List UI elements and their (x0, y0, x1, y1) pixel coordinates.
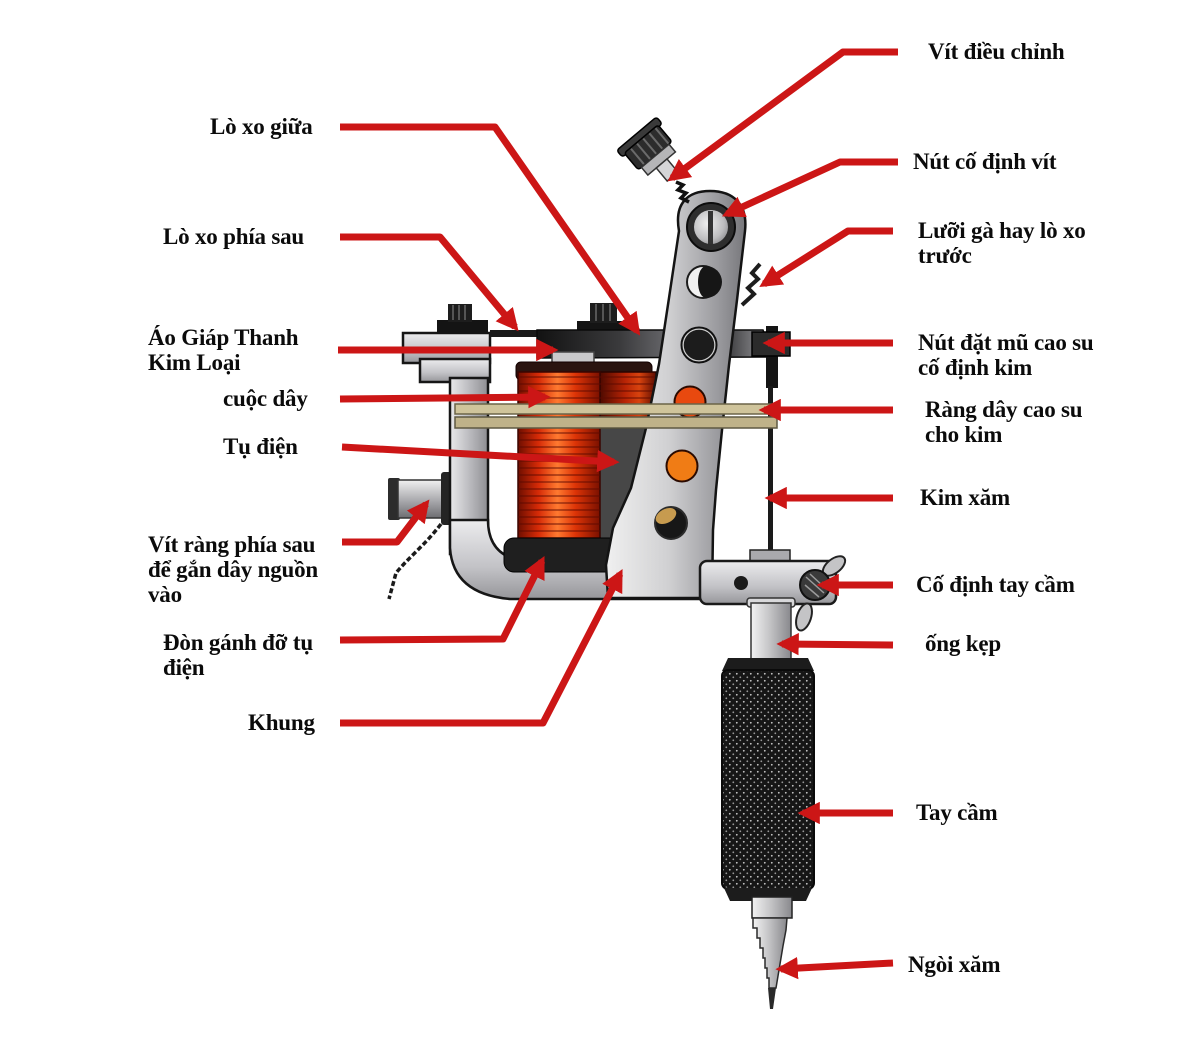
tube-tip-taper (752, 917, 788, 989)
label-tu-dien: Tụ điện (223, 434, 298, 459)
leader-ong-kep (776, 632, 894, 656)
label-lo-xo-giua: Lò xo giữa (210, 114, 313, 139)
label-co-dinh-tay-cam: Cố định tay cầm (916, 572, 1075, 597)
label-kim-xam: Kim xăm (920, 485, 1010, 510)
leader-lines (338, 48, 898, 980)
label-nut-dat-mu: Nút đặt mũ cao su cố định kim (918, 330, 1094, 380)
column-holes (654, 265, 722, 540)
grip (721, 669, 815, 890)
leader-cuoc-day (339, 385, 551, 409)
machine (387, 117, 847, 1009)
leader-lo-xo-giua (340, 123, 641, 336)
label-don-ganh: Đòn gánh đỡ tụ điện (163, 630, 313, 680)
leader-vit-rang (342, 499, 430, 546)
label-nut-co-dinh-vit: Nút cố định vít (913, 149, 1057, 174)
label-vit-dieu-chinh: Vít điều chỉnh (928, 39, 1065, 64)
label-lo-xo-phia-sau: Lò xo phía sau (163, 224, 305, 249)
rear-binding-post (388, 472, 454, 525)
grip-top-bevel (722, 658, 814, 671)
label-rang-day: Ràng dây cao su cho kim (925, 397, 1083, 447)
leader-ngoi-xam (775, 956, 894, 980)
tube-and-grip (721, 597, 815, 1009)
label-ngoi-xam: Ngòi xăm (908, 952, 1001, 977)
leader-tu-dien (341, 443, 620, 473)
leader-vit-dieu-chinh (667, 48, 898, 182)
label-cuoc-day: cuộc dây (223, 386, 308, 411)
leader-don-ganh (339, 555, 546, 644)
label-tay-cam: Tay cầm (916, 800, 998, 825)
label-khung: Khung (248, 710, 315, 735)
needle-tip (768, 988, 776, 1009)
leader-lo-xo-phia-sau (340, 233, 519, 332)
leader-khung (340, 569, 624, 727)
clip-cord-wire (387, 522, 443, 600)
label-ong-kep: ống kẹp (925, 631, 1001, 656)
needle-bar (768, 386, 773, 552)
label-luoi-ga: Lưỡi gà hay lò xo trước (918, 218, 1086, 268)
rear-spring-mount-stud (437, 304, 488, 334)
wing-nut-blade-bottom (795, 602, 813, 632)
tube (750, 602, 792, 668)
contact-screw (617, 117, 690, 204)
needle-bar-assembly (749, 326, 791, 564)
tip-collar (751, 896, 793, 919)
contact-screw-threads (674, 180, 690, 204)
leader-luoi-ga (759, 227, 893, 287)
label-vit-rang: Vít ràng phía sau để gắn dây nguồn vào (148, 532, 319, 607)
label-ao-giap: Áo Giáp Thanh Kim Loại (148, 325, 299, 375)
leader-nut-co-dinh-vit (721, 158, 898, 218)
front-spring (740, 262, 762, 307)
